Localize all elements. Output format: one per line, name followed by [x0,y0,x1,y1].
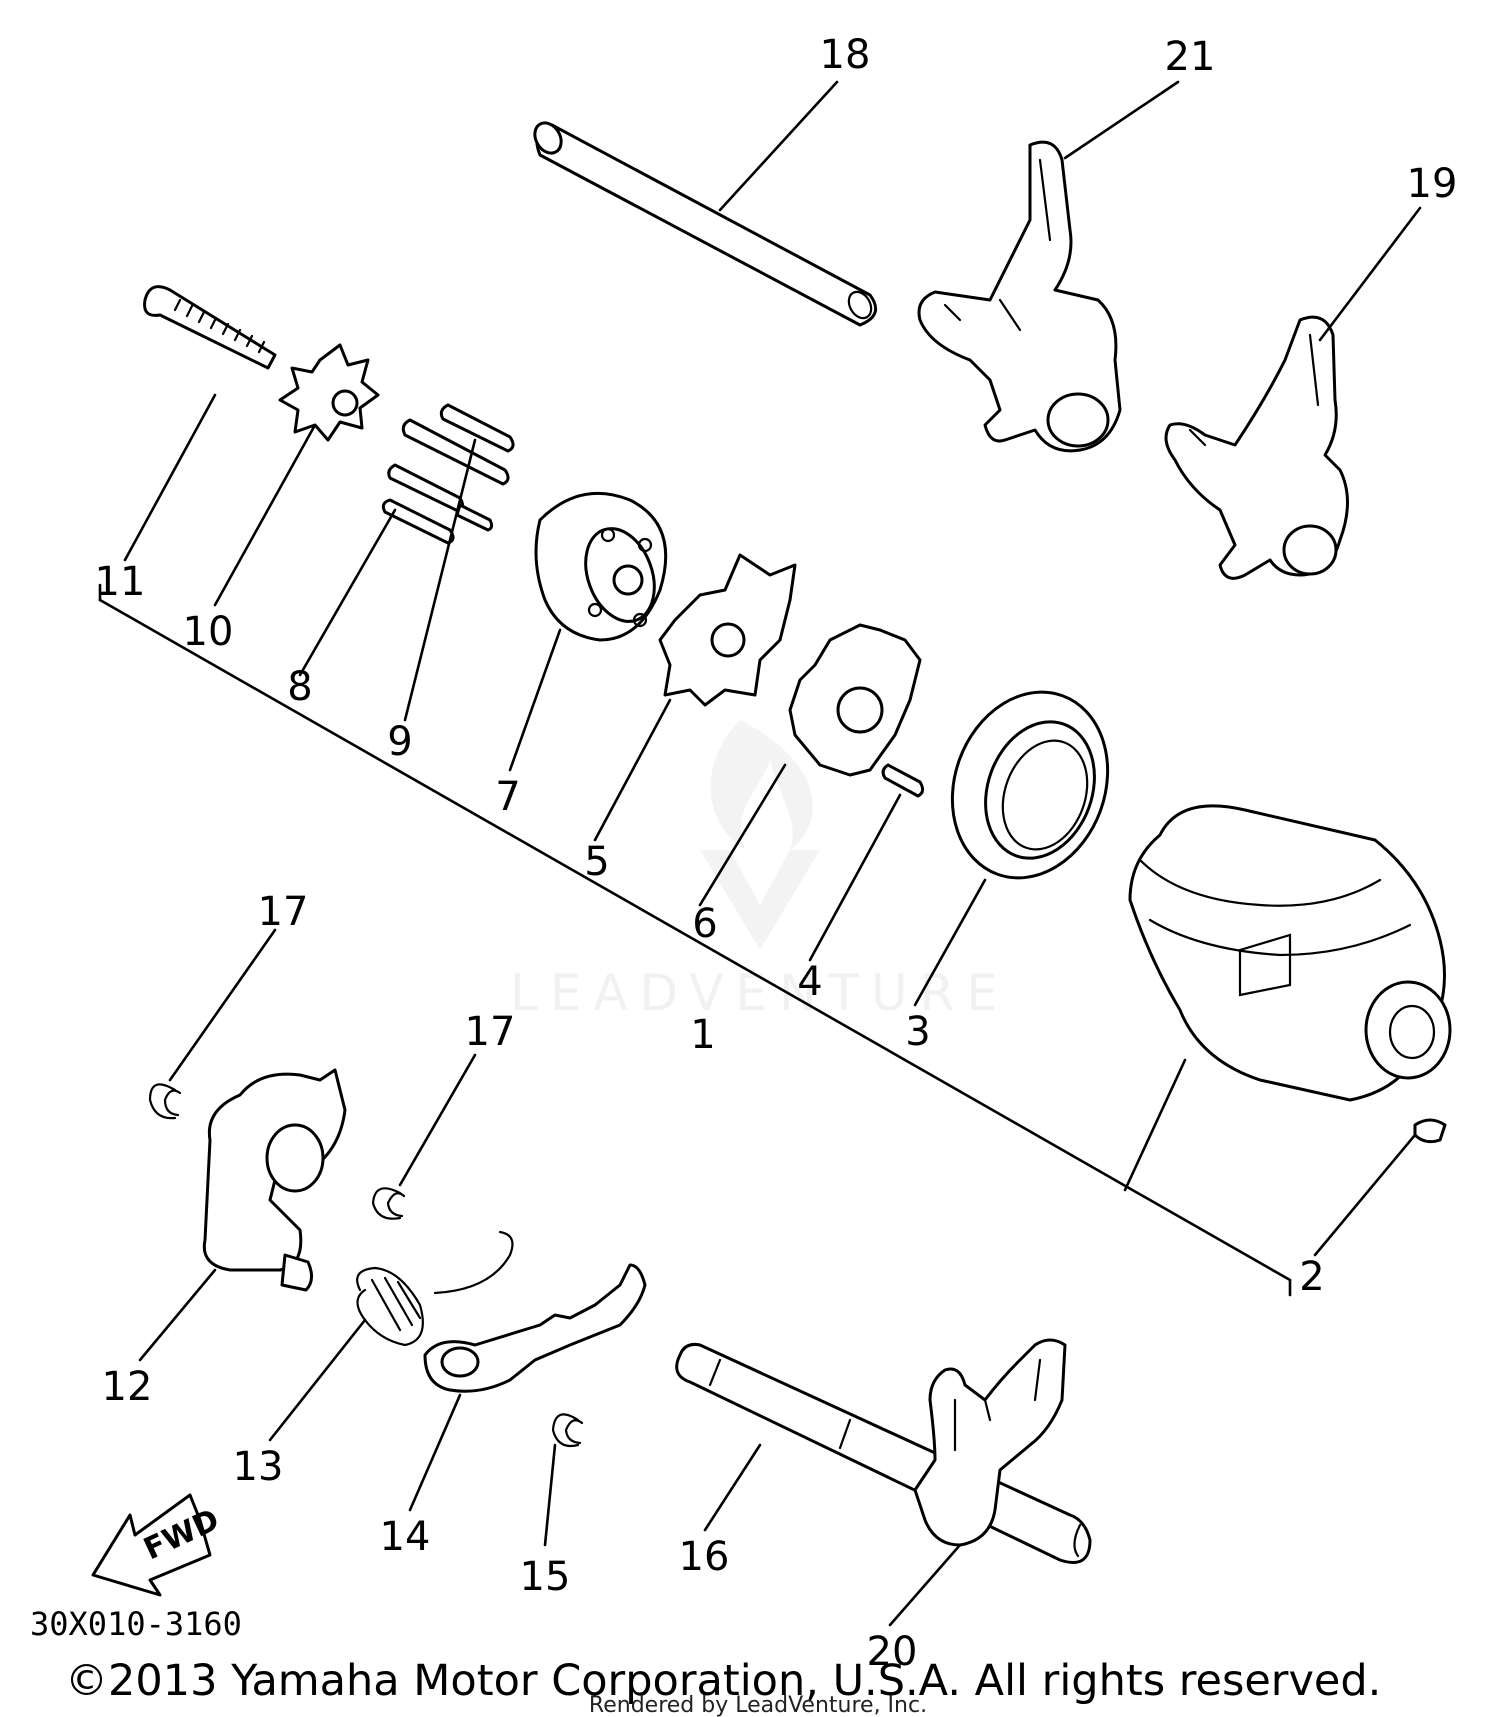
label-10: 10 [183,609,234,655]
label-21: 21 [1165,34,1216,80]
label-14: 14 [380,1514,431,1560]
label-15: 15 [520,1554,571,1600]
circlip-17b [371,1187,406,1220]
shift-drum-2 [1128,804,1452,1144]
shift-fork-21 [917,140,1122,453]
label-1: 1 [690,1012,715,1058]
rendered-by-notice: Rendered by LeadVenture, Inc. [589,1693,927,1717]
circlip-15 [551,1413,584,1448]
fwd-arrow-icon: FWD [91,1493,225,1597]
part-number-labels: 18 21 19 11 10 8 9 7 5 6 4 1 3 2 17 17 1… [95,32,1458,1675]
return-spring-13 [356,1230,514,1347]
shift-fork-20 [913,1338,1067,1547]
label-3: 3 [905,1009,930,1055]
label-12: 12 [102,1364,153,1410]
label-5: 5 [584,839,609,885]
label-4: 4 [797,959,822,1005]
pins-8-9 [381,403,515,545]
shift-arm-14 [423,1263,647,1393]
shift-lever-12 [202,1068,347,1292]
circlip-17a [148,1083,182,1120]
bolt-11 [143,285,277,370]
leader-lines [123,80,1422,1627]
label-17a: 17 [258,889,309,935]
label-17b: 17 [465,1009,516,1055]
shift-fork-19 [1164,315,1349,580]
label-6: 6 [692,901,717,947]
copyright-notice: ©2013 Yamaha Motor Corporation, U.S.A. A… [65,1656,1381,1706]
bearing-3 [950,690,1110,880]
stopper-plate-5 [658,553,797,707]
segment-7 [534,491,668,642]
label-16: 16 [679,1534,730,1580]
segment-6 [788,623,922,777]
label-11: 11 [95,559,146,605]
label-9: 9 [387,719,412,765]
pin-4 [881,763,925,798]
label-13: 13 [233,1444,284,1490]
label-19: 19 [1407,161,1458,207]
label-2: 2 [1299,1254,1324,1300]
label-8: 8 [287,664,312,710]
assembly-bracket-line [98,583,1292,1297]
watermark-text: LEADVENTURE [510,964,1010,1022]
label-20: 20 [867,1629,918,1675]
label-18: 18 [820,32,871,78]
shift-fork-guide-bar [533,121,878,327]
segment-plate-10 [278,343,380,442]
label-7: 7 [495,774,520,820]
diagram-code: 30X010-3160 [30,1605,242,1643]
